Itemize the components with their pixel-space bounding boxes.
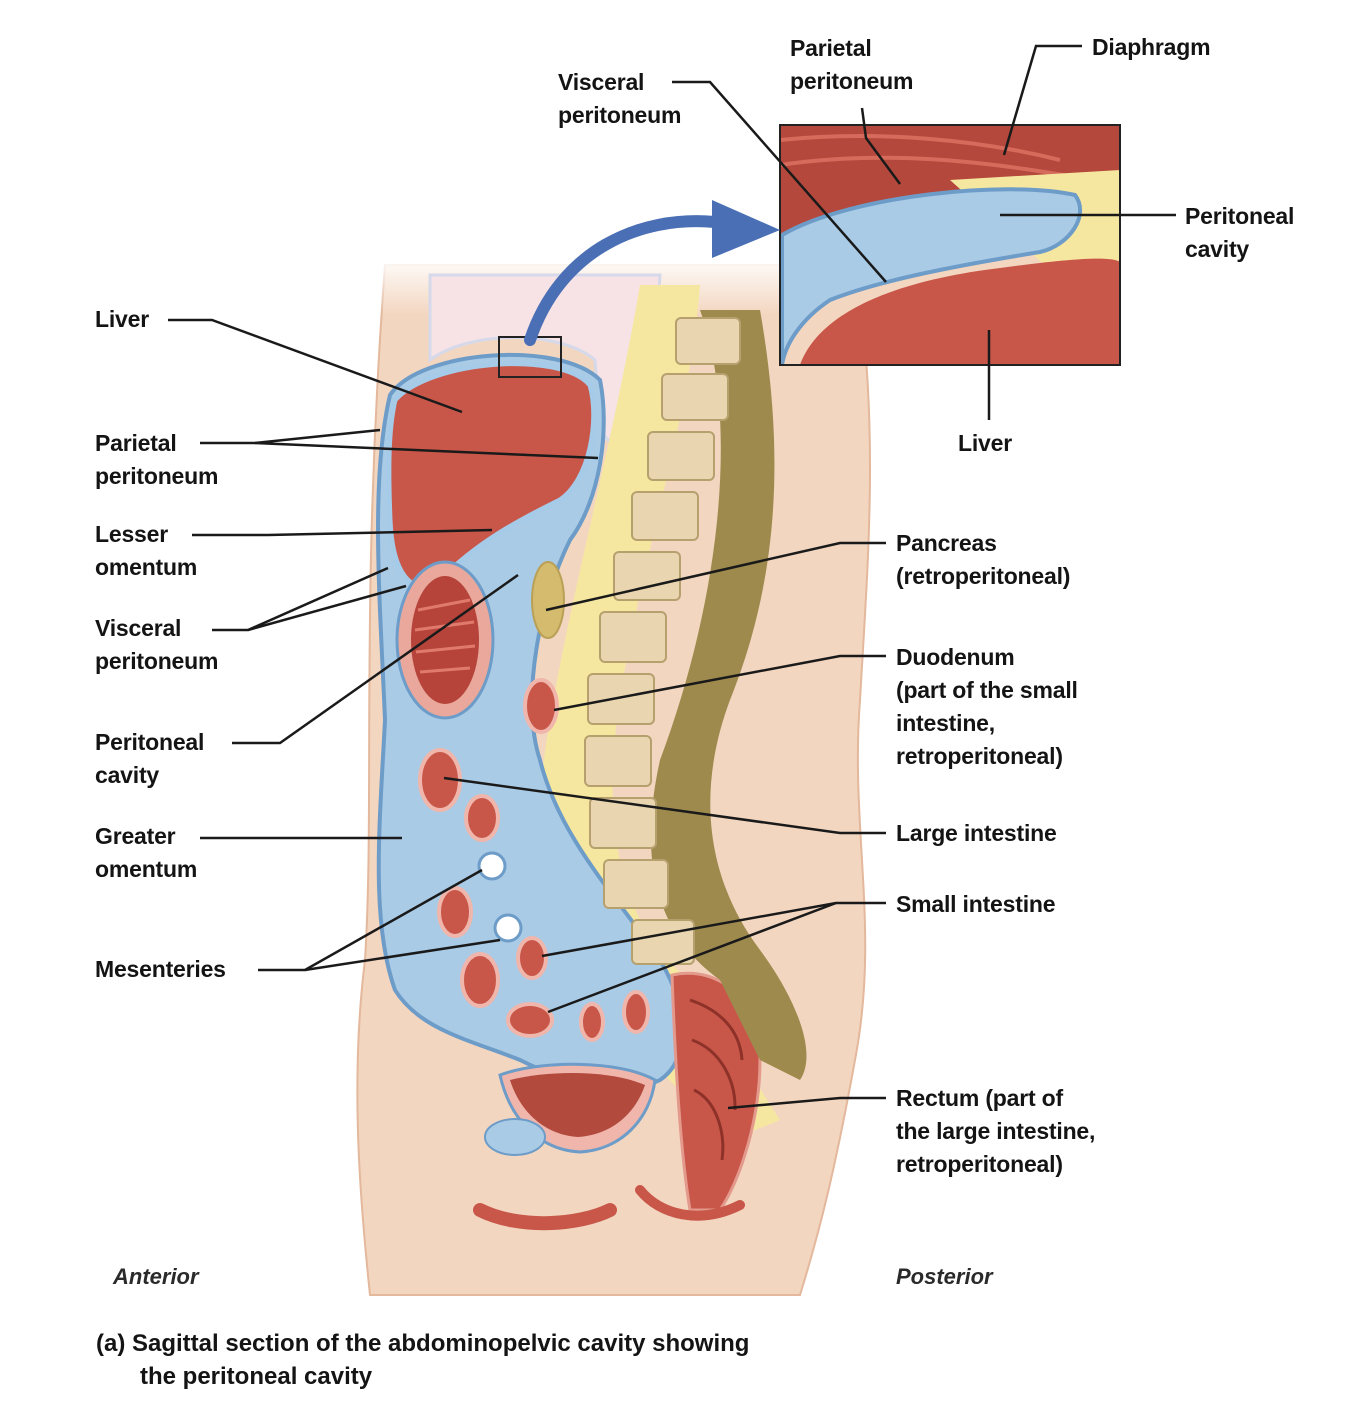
label-text: Rectum (part of	[896, 1085, 1063, 1111]
label-liver-inset: Liver	[958, 427, 1012, 460]
label-text: peritoneum	[95, 648, 219, 674]
label-small-intestine: Small intestine	[896, 888, 1056, 921]
label-duodenum: Duodenum (part of the small intestine, r…	[896, 641, 1078, 773]
label-visceral-peritoneum-left: Visceral peritoneum	[95, 612, 218, 678]
label-text: Large intestine	[896, 820, 1057, 846]
zoom-arrow	[524, 215, 721, 346]
label-diaphragm: Diaphragm	[1092, 31, 1211, 64]
label-peritoneal-cavity-inset: Peritoneal cavity	[1185, 200, 1294, 266]
inset-detail	[779, 124, 1121, 366]
label-text: Lesser	[95, 521, 168, 547]
label-text: omentum	[95, 856, 198, 882]
label-mesenteries: Mesenteries	[95, 953, 226, 986]
label-text: Greater	[95, 823, 176, 849]
label-text: peritoneum	[558, 102, 682, 128]
label-text: Liver	[958, 430, 1012, 456]
orientation-anterior: Anterior	[113, 1264, 199, 1289]
label-text: cavity	[95, 762, 160, 788]
label-text: Pancreas	[896, 530, 997, 556]
label-text: Small intestine	[896, 891, 1056, 917]
label-text: cavity	[1185, 236, 1250, 262]
label-rectum: Rectum (part of the large intestine, ret…	[896, 1082, 1095, 1181]
pancreas-organ	[531, 561, 565, 639]
label-text: Parietal	[790, 35, 872, 61]
label-lesser-omentum: Lesser omentum	[95, 518, 197, 584]
label-parietal-peritoneum-top: Parietal peritoneum	[790, 32, 913, 98]
vertebral-column	[584, 310, 807, 1080]
label-peritoneal-cavity-left: Peritoneal cavity	[95, 726, 204, 792]
orientation-posterior: Posterior	[896, 1264, 993, 1289]
label-text: Diaphragm	[1092, 34, 1211, 60]
caption-line-2: the peritoneal cavity	[140, 1363, 373, 1390]
label-text: Duodenum	[896, 644, 1015, 670]
label-visceral-peritoneum-top: Visceral peritoneum	[558, 66, 681, 132]
figure-caption: (a) Sagittal section of the abdominopelv…	[96, 1327, 749, 1393]
label-text: Peritoneal	[95, 729, 205, 755]
label-greater-omentum: Greater omentum	[95, 820, 197, 886]
label-text: (retroperitoneal)	[896, 563, 1071, 589]
label-text: intestine,	[896, 710, 995, 736]
label-text: Visceral	[95, 615, 182, 641]
label-text: Mesenteries	[95, 956, 226, 982]
label-large-intestine: Large intestine	[896, 817, 1057, 850]
label-text: peritoneum	[790, 68, 914, 94]
label-text: Liver	[95, 306, 149, 332]
intestine-loops	[418, 748, 650, 1042]
label-parietal-peritoneum-left: Parietal peritoneum	[95, 427, 218, 493]
caption-line-1: (a) Sagittal section of the abdominopelv…	[96, 1330, 750, 1357]
label-text: peritoneum	[95, 463, 219, 489]
label-text: Peritoneal	[1185, 203, 1295, 229]
label-text: Visceral	[558, 69, 645, 95]
label-text: Parietal	[95, 430, 177, 456]
label-text: the large intestine,	[896, 1118, 1096, 1144]
label-text: (part of the small	[896, 677, 1078, 703]
label-text: retroperitoneal)	[896, 743, 1063, 769]
label-text: retroperitoneal)	[896, 1151, 1063, 1177]
label-pancreas: Pancreas (retroperitoneal)	[896, 527, 1070, 593]
leader-lines	[168, 44, 1176, 1110]
duodenum-organ	[523, 678, 559, 734]
label-text: omentum	[95, 554, 198, 580]
label-liver: Liver	[95, 303, 149, 336]
